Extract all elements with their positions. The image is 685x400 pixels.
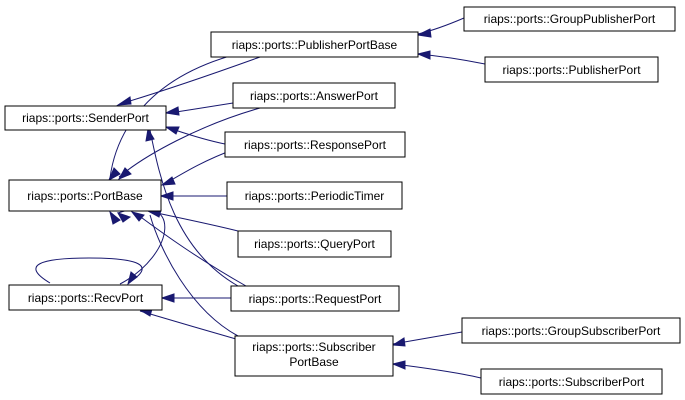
node-portbase[interactable]: riaps::ports::PortBase [8, 179, 162, 212]
arrowhead-subscriberportbase-lower [391, 360, 406, 370]
node-label-grouppublisherport: riaps::ports::GroupPublisherPort [484, 12, 656, 26]
arrowhead-publisherportbase-upper [416, 28, 432, 38]
node-recvport[interactable]: riaps::ports::RecvPort [8, 284, 163, 311]
node-responseport[interactable]: riaps::ports::ResponsePort [224, 131, 406, 158]
node-label-responseport: riaps::ports::ResponsePort [244, 138, 387, 152]
edge-subscriberportbase-portbase [149, 214, 239, 337]
node-label-subscriberportbase-line1: riaps::ports::Subscriber [252, 340, 375, 354]
arrowhead-senderport-right-lower [164, 126, 180, 135]
node-label-subscriberport: riaps::ports::SubscriberPort [499, 375, 645, 389]
node-label-publisherportbase: riaps::ports::PublisherPortBase [232, 38, 398, 52]
node-subscriberport[interactable]: riaps::ports::SubscriberPort [480, 368, 663, 395]
node-label-portbase: riaps::ports::PortBase [27, 189, 143, 203]
node-label-subscriberportbase-line2: PortBase [289, 355, 339, 369]
edge-publisherportbase-senderport [119, 56, 261, 105]
arrowhead-portbase-bottom-mid [116, 212, 132, 223]
node-label-queryport: riaps::ports::QueryPort [254, 237, 375, 251]
arrowhead-portbase-top [107, 167, 121, 182]
node-label-senderport: riaps::ports::SenderPort [22, 111, 149, 125]
edge-queryport-portbase [156, 212, 239, 232]
arrowhead-portbase-bottom [109, 210, 121, 225]
arrowhead-senderport-right-upper [164, 106, 180, 116]
edge-recvport-self [35, 257, 143, 284]
edge-responseport-senderport [174, 129, 226, 145]
node-subscriberportbase[interactable]: riaps::ports::Subscriber PortBase [234, 335, 394, 377]
arrowhead-senderport-bottom [145, 127, 155, 142]
arrowhead-senderport-top [116, 96, 132, 106]
node-periodictimer[interactable]: riaps::ports::PeriodicTimer [226, 181, 403, 210]
arrowheads [107, 28, 432, 370]
arrowhead-portbase-bottom-right [130, 211, 145, 222]
arrowhead-portbase-right [159, 191, 174, 201]
node-label-answerport: riaps::ports::AnswerPort [250, 89, 379, 103]
node-publisherport[interactable]: riaps::ports::PublisherPort [484, 56, 659, 83]
edge-subscriberport-subscriberportbase [392, 363, 482, 379]
node-label-requestport: riaps::ports::RequestPort [249, 292, 382, 306]
arrowhead-publisherportbase-lower [416, 50, 431, 60]
arrowhead-recvport-right [160, 293, 175, 303]
node-label-publisherport: riaps::ports::PublisherPort [502, 63, 641, 77]
arrowhead-portbase-right-upper [160, 176, 176, 186]
edge-answerport-senderport [175, 102, 234, 113]
node-answerport[interactable]: riaps::ports::AnswerPort [232, 82, 396, 109]
arrowhead-subscriberportbase-upper [391, 337, 406, 347]
arrowhead-portbase-top-right [117, 167, 132, 181]
node-publisherportbase[interactable]: riaps::ports::PublisherPortBase [210, 31, 419, 58]
node-senderport[interactable]: riaps::ports::SenderPort [4, 105, 167, 131]
node-grouppublisherport[interactable]: riaps::ports::GroupPublisherPort [463, 6, 676, 32]
edge-requestport-portbase [137, 214, 247, 287]
node-groupsubscriberport[interactable]: riaps::ports::GroupSubscriberPort [461, 317, 681, 344]
node-label-groupsubscriberport: riaps::ports::GroupSubscriberPort [482, 324, 661, 338]
node-label-recvport: riaps::ports::RecvPort [28, 291, 144, 305]
edge-requestport-senderport [149, 129, 239, 287]
node-label-periodictimer: riaps::ports::PeriodicTimer [245, 189, 385, 203]
arrowhead-recvport-loop [127, 271, 138, 286]
node-queryport[interactable]: riaps::ports::QueryPort [237, 230, 392, 258]
node-requestport[interactable]: riaps::ports::RequestPort [230, 285, 400, 312]
edge-answerport-portbase [118, 107, 261, 178]
